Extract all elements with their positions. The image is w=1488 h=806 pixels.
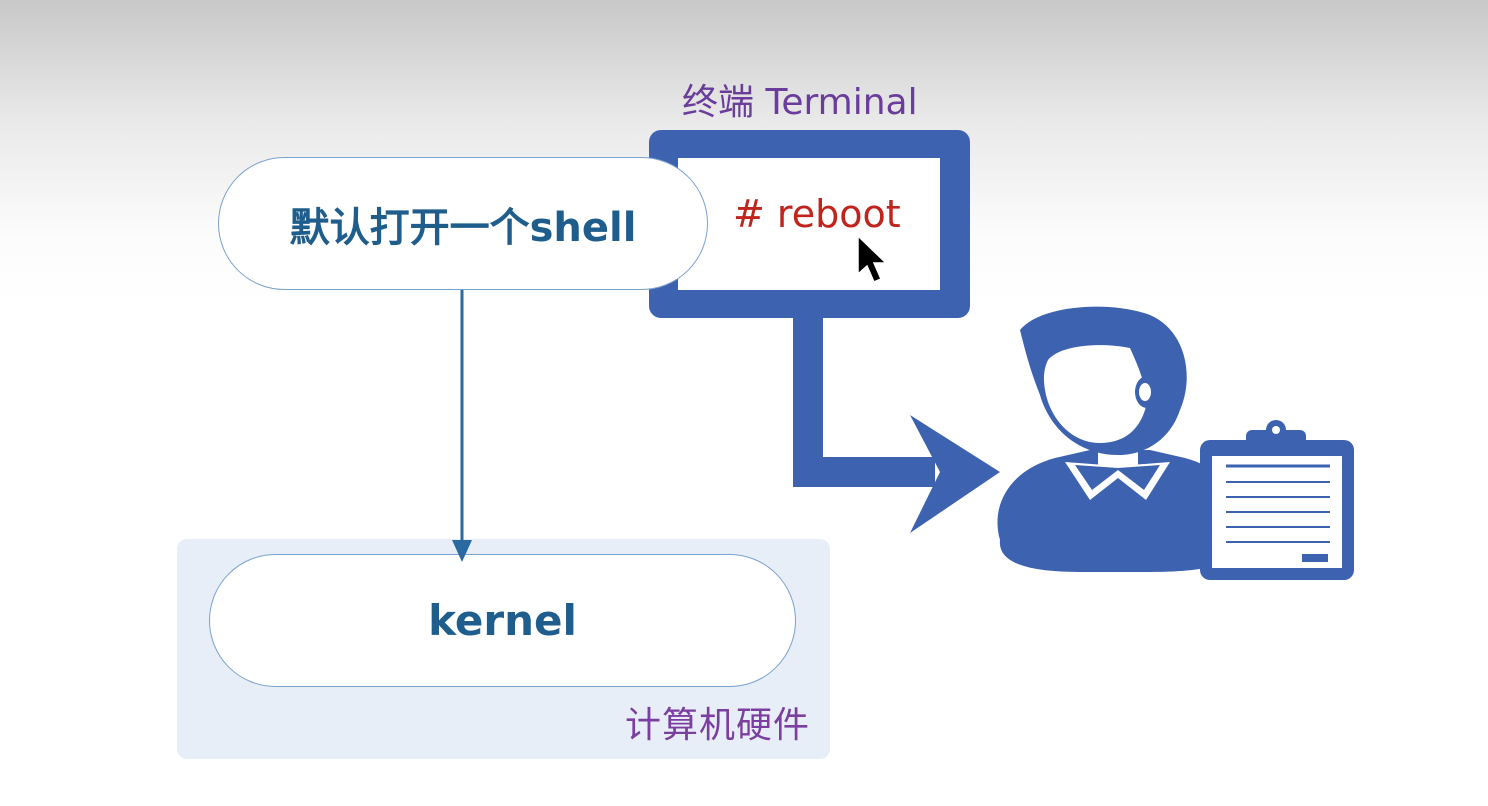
terminal-command: # reboot	[733, 192, 901, 236]
mouse-cursor-icon	[857, 234, 888, 283]
user-icon	[997, 306, 1243, 572]
hardware-label: 计算机硬件	[624, 705, 810, 746]
shell-node: 默认打开一个shell	[218, 157, 708, 290]
terminal-screen	[678, 158, 940, 290]
terminal-to-user-arrow	[793, 316, 1000, 533]
kernel-label: kernel	[428, 596, 577, 645]
terminal-title: 终端 Terminal	[682, 82, 918, 123]
clipboard-icon	[1200, 420, 1354, 580]
kernel-node: kernel	[209, 554, 796, 687]
shell-label: 默认打开一个shell	[289, 204, 637, 251]
arrow-down-icon	[452, 290, 472, 562]
